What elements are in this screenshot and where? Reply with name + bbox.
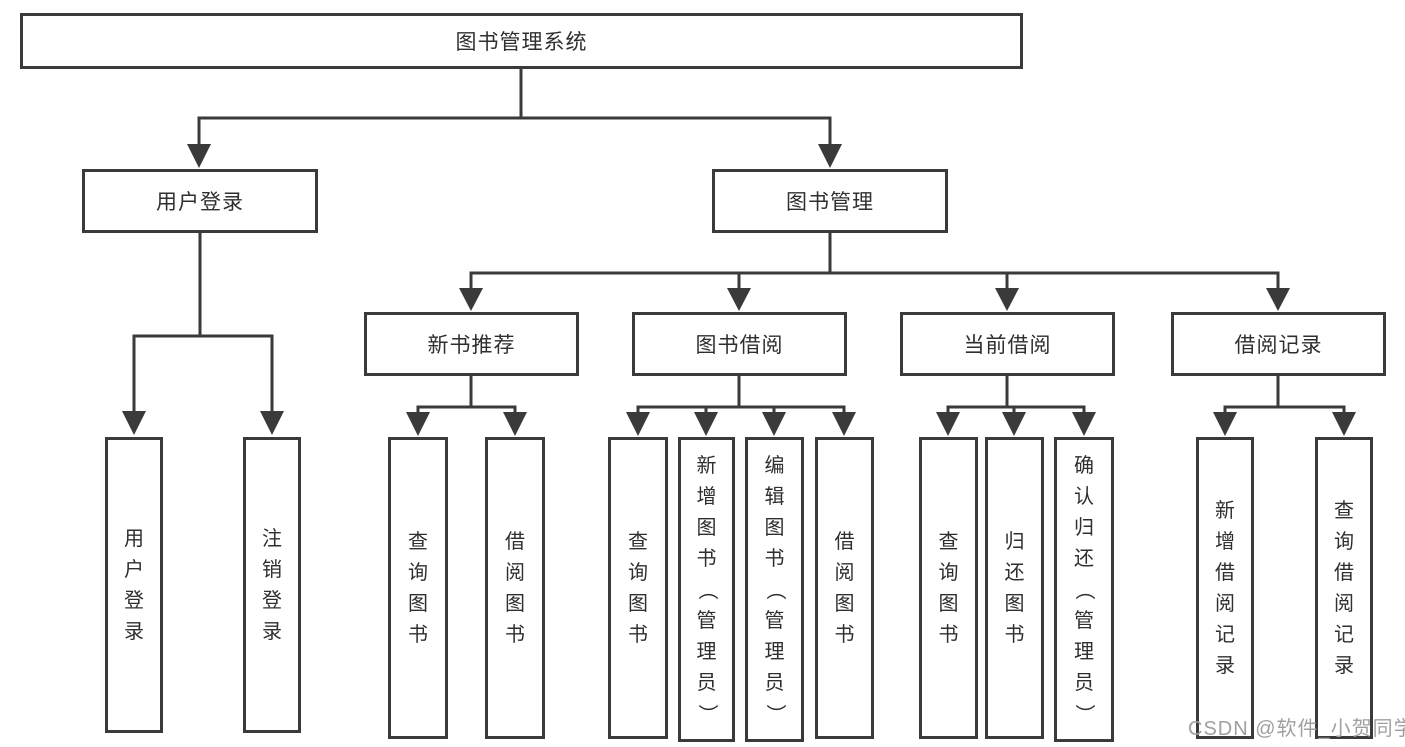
vertical-label-char: 新 bbox=[696, 454, 717, 477]
node-new-book-recommendation: 新书推荐 bbox=[364, 312, 579, 376]
vertical-label-char: 书 bbox=[764, 547, 785, 570]
vertical-label-char: 管 bbox=[764, 609, 785, 632]
vertical-label-char: 辑 bbox=[764, 485, 785, 508]
vertical-label-char: 员 bbox=[1074, 671, 1094, 694]
leaf-query-borrow-record: 查询借阅记录 bbox=[1315, 437, 1373, 739]
vertical-label-char: 理 bbox=[1074, 640, 1094, 663]
vertical-label-char: 认 bbox=[1074, 485, 1094, 508]
leaf-return-books: 归还图书 bbox=[985, 437, 1044, 739]
vertical-label-char: 录 bbox=[262, 620, 282, 643]
vertical-label-char: 录 bbox=[124, 620, 144, 643]
vertical-label-char: 阅 bbox=[1215, 592, 1235, 615]
vertical-label-char: 记 bbox=[1334, 623, 1354, 646]
vertical-label-char: 登 bbox=[124, 589, 144, 612]
vertical-label-char: 借 bbox=[505, 530, 525, 553]
vertical-label-char: 阅 bbox=[834, 561, 855, 584]
vertical-label-char: 图 bbox=[1004, 592, 1025, 615]
node-borrowing-records: 借阅记录 bbox=[1171, 312, 1386, 376]
leaf-user-login: 用户登录 bbox=[105, 437, 163, 733]
vertical-label-char: 书 bbox=[834, 623, 855, 646]
vertical-label-char: 图 bbox=[834, 592, 855, 615]
vertical-label-char: 用 bbox=[124, 527, 144, 550]
vertical-label-char: 管 bbox=[696, 609, 717, 632]
vertical-label-char: ） bbox=[763, 703, 786, 724]
vertical-label-char: 询 bbox=[628, 561, 648, 584]
vertical-label-char: 书 bbox=[696, 547, 717, 570]
leaf-logout: 注销登录 bbox=[243, 437, 301, 733]
vertical-label-char: 管 bbox=[1074, 609, 1094, 632]
vertical-label-char: 图 bbox=[696, 516, 717, 539]
node-book-borrowing: 图书借阅 bbox=[632, 312, 847, 376]
vertical-label-char: 户 bbox=[124, 558, 144, 581]
vertical-label-char: 图 bbox=[764, 516, 785, 539]
vertical-label-char: 图 bbox=[505, 592, 525, 615]
vertical-label-char: ） bbox=[695, 703, 718, 724]
vertical-label-char: 借 bbox=[834, 530, 855, 553]
node-user-login: 用户登录 bbox=[82, 169, 318, 233]
vertical-label-char: 查 bbox=[628, 530, 648, 553]
vertical-label-char: （ bbox=[1073, 579, 1095, 600]
vertical-label-char: 书 bbox=[1004, 623, 1025, 646]
vertical-label-char: 查 bbox=[408, 530, 428, 553]
vertical-label-char: 阅 bbox=[505, 561, 525, 584]
vertical-label-char: 询 bbox=[938, 561, 959, 584]
vertical-label-char: 记 bbox=[1215, 623, 1235, 646]
vertical-label-char: 图 bbox=[628, 592, 648, 615]
vertical-label-char: 员 bbox=[696, 671, 717, 694]
leaf-confirm-return-admin: 确认归还 （ 管理员 ） bbox=[1054, 437, 1114, 742]
vertical-label-char: 书 bbox=[505, 623, 525, 646]
vertical-label-char: 登 bbox=[262, 589, 282, 612]
vertical-label-char: 归 bbox=[1074, 516, 1094, 539]
leaf-query-books-current: 查询图书 bbox=[919, 437, 978, 739]
vertical-label-char: 理 bbox=[696, 640, 717, 663]
vertical-label-char: 注 bbox=[262, 527, 282, 550]
vertical-label-char: 书 bbox=[628, 623, 648, 646]
vertical-label-char: 查 bbox=[938, 530, 959, 553]
vertical-label-char: 编 bbox=[764, 454, 785, 477]
vertical-label-char: 增 bbox=[696, 485, 717, 508]
vertical-label-char: 销 bbox=[262, 558, 282, 581]
node-book-management: 图书管理 bbox=[712, 169, 948, 233]
vertical-label-char: 图 bbox=[938, 592, 959, 615]
leaf-add-book-admin: 新增图书 （ 管理员 ） bbox=[678, 437, 735, 742]
vertical-label-char: （ bbox=[763, 579, 786, 600]
vertical-label-char: 新 bbox=[1215, 499, 1235, 522]
node-library-management-system: 图书管理系统 bbox=[20, 13, 1023, 69]
vertical-label-char: 还 bbox=[1074, 547, 1094, 570]
vertical-label-char: ） bbox=[1073, 703, 1095, 724]
vertical-label-char: 理 bbox=[764, 640, 785, 663]
vertical-label-char: 还 bbox=[1004, 561, 1025, 584]
vertical-label-char: 录 bbox=[1215, 654, 1235, 677]
vertical-label-char: 确 bbox=[1074, 454, 1094, 477]
vertical-label-char: 阅 bbox=[1334, 592, 1354, 615]
vertical-label-char: 图 bbox=[408, 592, 428, 615]
vertical-label-char: 书 bbox=[408, 623, 428, 646]
leaf-query-books-borrowing: 查询图书 bbox=[608, 437, 668, 739]
vertical-label-char: 借 bbox=[1334, 561, 1354, 584]
vertical-label-char: 员 bbox=[764, 671, 785, 694]
watermark-text: CSDN @软件_小贺同学 bbox=[1188, 718, 1405, 740]
vertical-label-char: 借 bbox=[1215, 561, 1235, 584]
leaf-edit-book-admin: 编辑图书 （ 管理员 ） bbox=[745, 437, 804, 742]
vertical-label-char: （ bbox=[695, 579, 718, 600]
vertical-label-char: 归 bbox=[1004, 530, 1025, 553]
vertical-label-char: 录 bbox=[1334, 654, 1354, 677]
vertical-label-char: 询 bbox=[1334, 530, 1354, 553]
leaf-query-books-recommend: 查询图书 bbox=[388, 437, 448, 739]
leaf-borrow-books-borrowing: 借阅图书 bbox=[815, 437, 874, 739]
vertical-label-char: 书 bbox=[938, 623, 959, 646]
vertical-label-char: 询 bbox=[408, 561, 428, 584]
node-current-borrowing: 当前借阅 bbox=[900, 312, 1115, 376]
leaf-add-borrow-record: 新增借阅记录 bbox=[1196, 437, 1254, 739]
vertical-label-char: 查 bbox=[1334, 499, 1354, 522]
leaf-borrow-books-recommend: 借阅图书 bbox=[485, 437, 545, 739]
vertical-label-char: 增 bbox=[1215, 530, 1235, 553]
